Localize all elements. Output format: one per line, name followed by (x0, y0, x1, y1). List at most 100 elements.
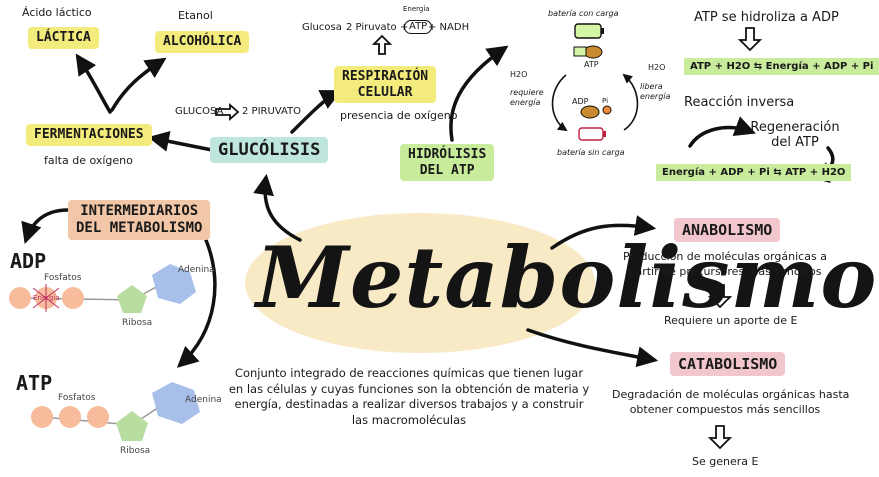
atp-phosphate-3 (87, 406, 109, 428)
atp-nucleotide (31, 382, 200, 441)
cycle-atp-label: ATP (584, 60, 599, 69)
cycle-h2o-right: H2O (648, 63, 666, 72)
fermentation-condition: falta de oxígeno (44, 154, 133, 167)
connector-arrows (9, 23, 835, 450)
arrow-fermentaciones-alcoholica (110, 57, 167, 112)
hydrolysis-label: HIDRÓLISIS DEL ATP (400, 144, 495, 182)
anabolism-desc-line1: Producción de moléculas orgánicas a (623, 250, 827, 263)
lactic-product: Ácido láctico (22, 6, 92, 19)
cycle-arrow-left (551, 74, 568, 132)
fermentation-label: FERMENTACIONES (26, 124, 152, 146)
respiration-atp: ATP (404, 20, 433, 34)
arrow-glucolisis-fermentaciones (147, 130, 214, 152)
atp-hydrolysis-equation: ATP + H2O ⇆ Energía + ADP + Pi (684, 58, 879, 75)
atp-molecule-icon (573, 45, 603, 59)
arrow-hidrolisis-cycle (449, 45, 509, 142)
catabolism-desc-line1: Degradación de moléculas orgánicas hasta (612, 388, 850, 401)
battery-charged-label: batería con carga (548, 9, 619, 18)
respiration-eq-right: + NADH (428, 22, 470, 33)
atp-adenine (152, 382, 200, 424)
arrow-intermediarios-atp (176, 238, 217, 368)
regeneration-equation: Energía + ADP + Pi ⇆ ATP + H2O (656, 164, 852, 181)
cycle-requires-line1: requiere (510, 88, 544, 97)
adp-molecule-icon (580, 105, 612, 119)
intermediaries-label: INTERMEDIARIOS DEL METABOLISMO (68, 200, 211, 240)
lactic-label: LÁCTICA (28, 27, 99, 49)
regeneration-line1: Regeneración (750, 120, 840, 135)
cycle-releases-line1: libera (640, 82, 663, 91)
hydrolysis-label-line2: DEL ATP (419, 162, 475, 178)
adp-adenine (152, 264, 196, 304)
arrow-title-anabolismo (550, 215, 657, 250)
adp-energy-label: Energía (33, 294, 60, 302)
catabolism-description: Degradación de moléculas orgánicas hasta… (612, 388, 850, 418)
atp-ribose-label: Ribosa (120, 446, 151, 456)
main-description: Conjunto integrado de reacciones química… (228, 366, 590, 427)
adp-phosphate-1 (9, 287, 31, 309)
catabolism-label: CATABOLISMO (670, 352, 786, 376)
adp-adenine-label: Adenina (178, 265, 215, 275)
respiration-label-line1: RESPIRACIÓN (342, 69, 429, 84)
battery-empty-icon (578, 127, 606, 141)
arrow-reaccion-inversa (688, 116, 756, 148)
energy-burst-icon (32, 284, 60, 312)
inverse-heading: Reacción inversa (684, 95, 795, 110)
respiration-energy-label: Energía (403, 5, 430, 13)
down-arrow-icon-1 (737, 27, 763, 52)
glycolysis-eq-left: GLUCOSA (175, 106, 224, 117)
respiration-label: RESPIRACIÓN CELULAR (334, 66, 437, 104)
adp-heading: ADP (10, 249, 47, 273)
atp-ribose (116, 411, 148, 441)
adp-ribose (117, 285, 147, 313)
anabolism-description: Producción de moléculas orgánicas a part… (622, 250, 828, 280)
arrow-intermediarios-adp (21, 208, 70, 244)
regeneration-label: Regeneración del ATP (748, 120, 842, 151)
cycle-releases-line2: energía (640, 92, 671, 102)
hydrolysis-label-line1: HIDRÓLISIS (408, 147, 487, 162)
atp-phosphate-2 (59, 406, 81, 428)
adp-phosphate-3 (62, 287, 84, 309)
intermediaries-label-line2: DEL METABOLISMO (76, 219, 203, 236)
right-arrow-icon (215, 103, 240, 121)
up-arrow-icon (371, 34, 393, 55)
intermediaries-label-line1: INTERMEDIARIOS (80, 203, 199, 219)
arrow-title-catabolismo (526, 328, 659, 368)
respiration-eq-mid: 2 Piruvato + (346, 22, 409, 33)
respiration-condition: presencia de oxígeno (340, 109, 458, 122)
cycle-h2o-left: H2O (510, 70, 528, 79)
cycle-pi-label: Pi (602, 97, 609, 105)
atp-phosphate-1 (31, 406, 53, 428)
down-arrow-icon-2 (707, 284, 733, 309)
anabolism-desc-line2: partir de precursores más sencillos (628, 264, 822, 278)
cycle-releases: libera energía (640, 82, 670, 103)
battery-empty-label: batería sin carga (557, 148, 625, 157)
respiration-eq-left: Glucosa (302, 22, 342, 33)
glycolysis-label: GLUCÓLISIS (210, 137, 329, 164)
cycle-adp-label: ADP (572, 97, 589, 106)
glycolysis-eq-right: 2 PIRUVATO (242, 106, 302, 117)
anabolism-label: ANABOLISMO (674, 218, 781, 242)
catabolism-note: Se genera E (692, 455, 759, 468)
adp-ribose-label: Ribosa (122, 318, 153, 328)
battery-charged-icon (574, 23, 604, 39)
atp-phosphates-label: Fosfatos (58, 393, 96, 403)
anabolism-note: Requiere un aporte de E (664, 314, 798, 327)
atp-heading: ATP (16, 371, 53, 395)
cycle-arrow-right (622, 73, 639, 131)
cycle-requires: requiere energía (510, 88, 544, 109)
atp-adenine-label: Adenina (185, 395, 222, 405)
cycle-requires-line2: energía (510, 98, 541, 108)
alcoholic-label: ALCOHÓLICA (155, 31, 250, 53)
arrow-fermentaciones-lactica (75, 53, 112, 114)
adp-phosphates-label: Fosfatos (44, 273, 82, 283)
down-arrow-icon-3 (707, 425, 733, 450)
catabolism-desc-line2: obtener compuestos más sencillos (629, 402, 821, 416)
respiration-label-line2: CELULAR (357, 84, 413, 100)
mind-map: Metabolismo Conjunto integrado de reacci… (9, 5, 879, 468)
title-background (245, 213, 595, 353)
regeneration-line2: del ATP (771, 134, 819, 150)
main-title: Metabolismo (256, 228, 878, 327)
atp-cycle-heading: ATP se hidroliza a ADP (694, 10, 839, 25)
arrow-title-glucolisis (253, 173, 302, 242)
alcoholic-product: Etanol (178, 9, 213, 22)
